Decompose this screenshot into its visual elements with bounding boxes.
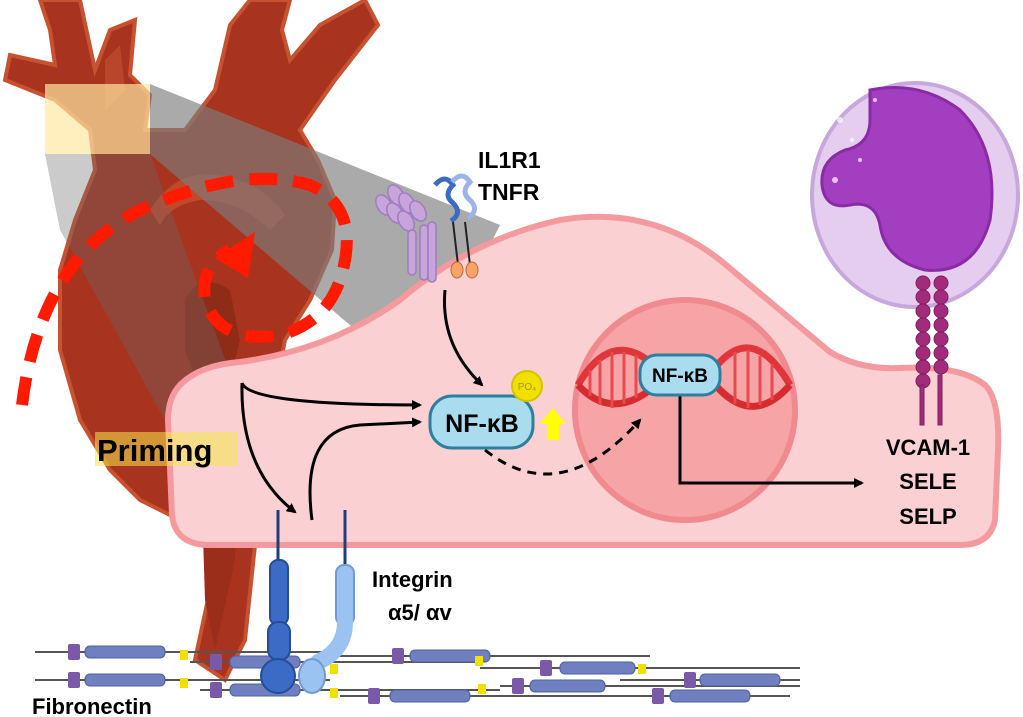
nucleus — [572, 297, 798, 523]
nfkb-cytoplasm: NF-κB — [428, 394, 535, 450]
nfkb-nucleus-label: NF-κB — [652, 366, 708, 387]
priming-label: Priming — [97, 433, 212, 468]
phosphate-label: PO₄ — [518, 382, 537, 393]
priming-to-integrin-arrow — [240, 382, 297, 514]
upregulation-arrow — [540, 408, 566, 440]
zoom-region — [45, 84, 150, 154]
integrin-label: Integrin — [372, 567, 453, 592]
receptor-to-nfkb-arrow — [442, 289, 484, 387]
integrin-subunit-label: α5/ αv — [388, 600, 453, 625]
target-gene-sele: SELE — [899, 469, 956, 494]
transcription-arrow — [678, 395, 864, 488]
priming-label-group: Priming — [95, 432, 238, 468]
nfkb-nucleus: NF-κB — [638, 353, 722, 397]
nfkb-cytoplasm-label: NF-κB — [445, 410, 519, 438]
integrin-to-nfkb-arrow — [308, 417, 422, 521]
leukocyte — [810, 81, 1020, 309]
zoom-projection-lower — [45, 154, 240, 420]
phosphate-group: PO₄ — [511, 370, 543, 402]
il1r1-receptor — [375, 184, 437, 283]
receptor-label-tnfr: TNFR — [478, 179, 540, 205]
leukocyte-nucleus — [820, 86, 994, 272]
blood-flow-arrows — [16, 172, 353, 406]
flow-arrowhead — [215, 232, 255, 278]
receptor-label-il1r1: IL1R1 — [478, 147, 541, 173]
integrin-alpha5-av — [260, 510, 355, 694]
target-gene-vcam1: VCAM-1 — [886, 435, 970, 460]
ligand-chain — [915, 275, 949, 426]
fibronectin-label: Fibronectin — [32, 694, 152, 717]
fibronectin-fibers — [35, 644, 800, 704]
nfkb-translocation-arrow — [484, 418, 642, 476]
tnfr-receptor — [433, 173, 479, 279]
signal-arrows — [240, 289, 864, 521]
priming-to-nfkb-arrow — [240, 382, 422, 410]
target-gene-selp: SELP — [899, 504, 956, 529]
